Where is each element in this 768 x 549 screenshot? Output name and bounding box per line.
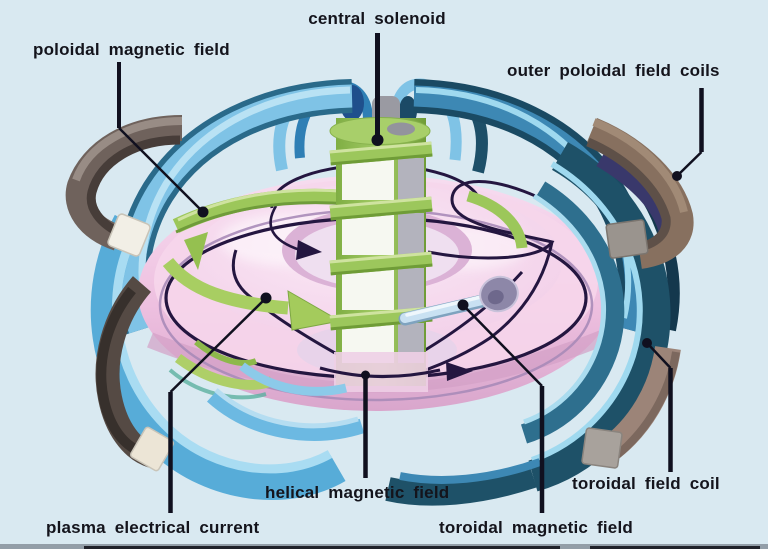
coil-end-cap — [107, 213, 151, 257]
label-helical-magnetic-field: helical magnetic field — [265, 483, 450, 502]
leader-helical-magnetic-field — [361, 370, 370, 478]
field-arrowhead — [296, 240, 322, 260]
outer-poloidal-coil-top-left — [65, 115, 183, 257]
outer-poloidal-coil-bottom-left — [95, 276, 175, 472]
poloidal-arrowhead-left — [184, 232, 208, 270]
label-toroidal-magnetic-field: toroidal magnetic field — [439, 518, 633, 537]
label-plasma-electrical-current: plasma electrical current — [46, 518, 260, 537]
coil-end-cap — [605, 219, 649, 259]
leader-central-solenoid — [371, 33, 384, 146]
leader-toroidal-field-coil — [642, 338, 673, 472]
leader-outer-poloidal-field-coils — [672, 88, 704, 181]
poloidal-arrowhead-front — [287, 290, 342, 331]
current-arrowhead — [446, 362, 473, 381]
outer-poloidal-coil-top-right — [586, 118, 694, 269]
coil-end-cap — [581, 427, 623, 469]
coil-end-cap — [129, 426, 175, 472]
label-poloidal-magnetic-field: poloidal magnetic field — [33, 40, 230, 59]
leader-poloidal-magnetic-field — [117, 62, 209, 218]
label-outer-poloidal-field-coils: outer poloidal field coils — [507, 61, 720, 80]
leader-toroidal-magnetic-field — [457, 299, 545, 513]
bottom-edge-strip — [0, 544, 768, 549]
leader-lines — [117, 33, 704, 513]
central-solenoid-column — [319, 96, 441, 392]
leader-plasma-electrical-current — [168, 292, 272, 513]
toroidal-field-tube — [398, 275, 519, 326]
label-toroidal-field-coil: toroidal field coil — [572, 474, 720, 493]
label-central-solenoid: central solenoid — [308, 9, 446, 28]
